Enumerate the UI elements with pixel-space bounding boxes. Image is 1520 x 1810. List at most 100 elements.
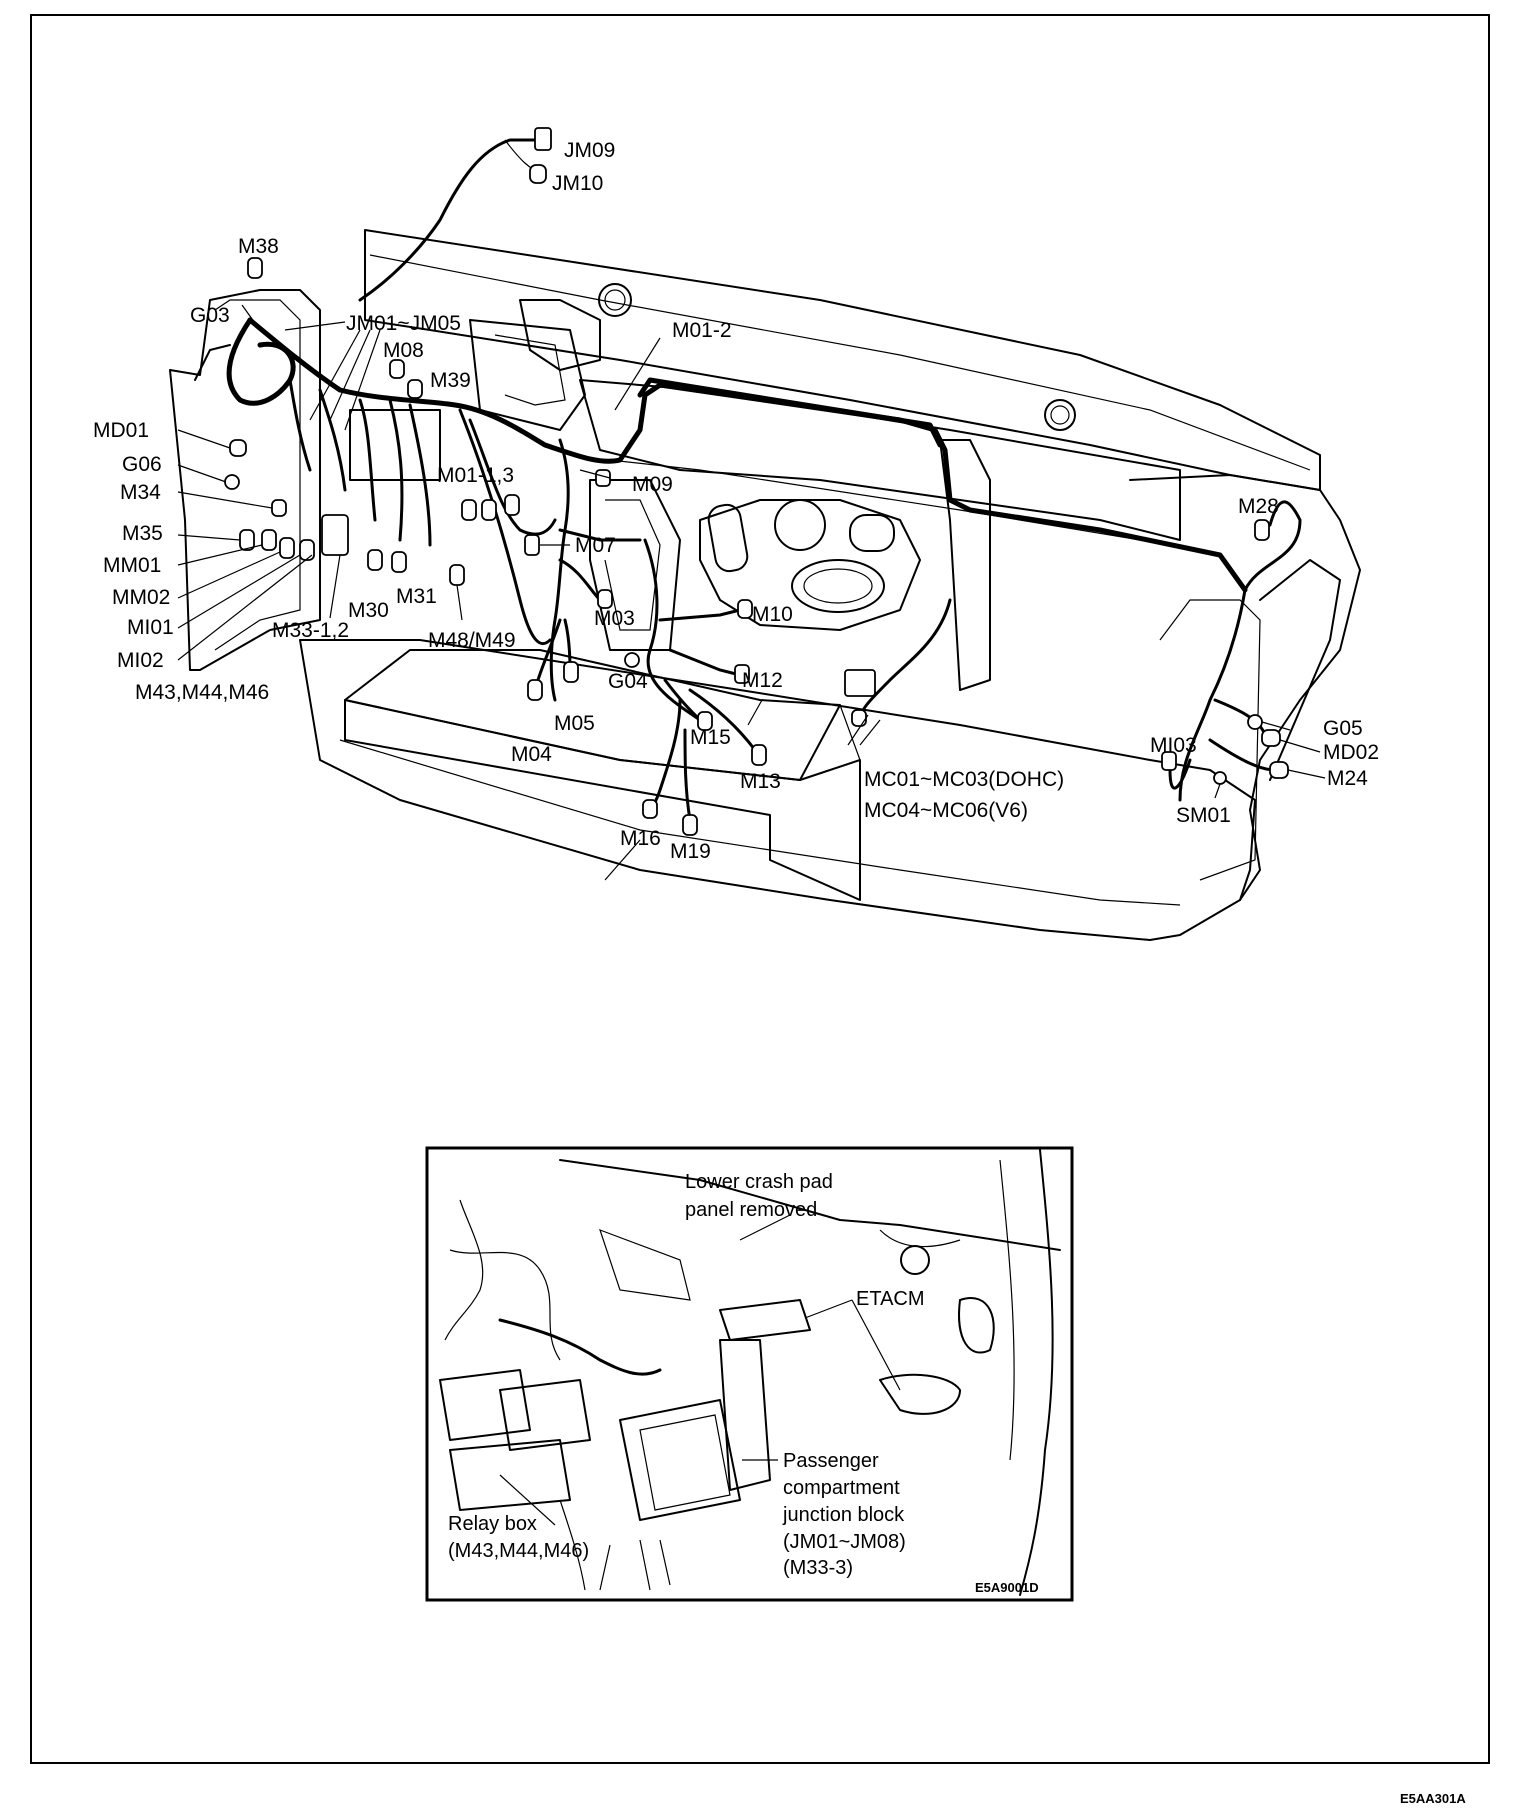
inset-leader-relay: [499, 1474, 556, 1526]
label-m34: M34: [120, 481, 161, 504]
label-sm01: SM01: [1176, 804, 1231, 827]
connector-m39: [407, 379, 423, 399]
inset-label-passenger-3: junction block: [782, 1504, 905, 1526]
label-m24: M24: [1327, 767, 1368, 790]
inset-relay-box-b: [499, 1379, 591, 1451]
harness-to-jm09: [358, 138, 542, 302]
label-md01: MD01: [93, 419, 149, 442]
label-m08: M08: [383, 339, 424, 362]
harness-left-drop5: [408, 403, 432, 547]
dash-duct-left-inner: [494, 334, 566, 406]
leader-m16-tail: [604, 839, 641, 881]
gauge-main-inner: [803, 568, 873, 604]
dash-crossbeam-edge: [609, 459, 1171, 546]
leader-g06: [177, 464, 227, 483]
inset-relay-box-c: [449, 1439, 571, 1511]
leader-m48: [456, 584, 463, 621]
inset-wire-left: [444, 1199, 484, 1341]
leader-mc01: [747, 699, 763, 726]
label-m38: M38: [238, 235, 279, 258]
connector-md01: [229, 439, 247, 457]
connector-m31: [391, 551, 407, 573]
label-m13: M13: [740, 770, 781, 793]
harness-m10: [658, 608, 742, 622]
cowl-hole-right-inner: [1050, 405, 1070, 425]
label-m07: M07: [575, 534, 616, 557]
label-m30: M30: [348, 599, 389, 622]
connector-jm09: [534, 127, 552, 151]
inset-label-crash-pad-2: panel removed: [685, 1199, 817, 1221]
inset-label-passenger-4: (JM01~JM08): [783, 1531, 906, 1553]
center-console-front: [344, 699, 861, 901]
label-m39: M39: [430, 369, 471, 392]
right-door-edge: [1159, 599, 1261, 881]
label-g06: G06: [122, 453, 162, 476]
label-m19: M19: [670, 840, 711, 863]
cowl-hole-right: [1044, 399, 1076, 431]
connectors: [224, 127, 1289, 836]
label-m01-1-3: M01-1,3: [437, 464, 514, 487]
inset-side-trim-inner: [999, 1159, 1015, 1461]
connector-m24: [1269, 761, 1289, 779]
label-g04: G04: [608, 670, 648, 693]
leader-mc02: [847, 714, 869, 746]
leader-lines: [177, 304, 1326, 881]
inset-label-etacm: ETACM: [856, 1288, 925, 1310]
label-mc04-mc06: MC04~MC06(V6): [864, 799, 1028, 822]
leader-jm01-a: [284, 321, 346, 331]
harness-left-drop3: [358, 398, 377, 522]
inset-crash-pad-edge: [559, 1159, 1061, 1251]
inset-frame: [425, 1146, 1074, 1602]
inset-relay-box-a: [439, 1369, 531, 1441]
harness-md02: [1213, 698, 1267, 737]
connector-mm02: [279, 537, 295, 559]
connector-m13: [751, 744, 767, 766]
inset-etacm-module: [719, 1299, 811, 1341]
inset-label-passenger-1: Passenger: [783, 1450, 879, 1472]
connector-m33: [321, 514, 349, 556]
leader-m33: [329, 554, 341, 619]
inset-etacm-plug: [879, 1373, 961, 1415]
connector-m19: [682, 814, 698, 836]
harness-center-lower: [643, 538, 702, 722]
leader-mm02: [177, 551, 281, 599]
harness-left-loop: [226, 317, 296, 406]
lower-dash-face: [299, 639, 1256, 941]
label-m04: M04: [511, 743, 552, 766]
leader-m34: [177, 491, 273, 509]
inset-label-relay-2: (M43,M44,M46): [448, 1540, 589, 1562]
leader-m35: [177, 534, 241, 541]
harness-trunk: [247, 317, 1248, 593]
connector-mc-plug: [851, 709, 867, 727]
leader-jm01-b: [309, 329, 361, 421]
gauge-housing: [699, 499, 921, 631]
inset-wire-bottom: [559, 1499, 586, 1591]
connector-jm10: [529, 164, 547, 184]
inset-label-passenger-2: compartment: [783, 1477, 900, 1499]
harness-center-drop: [549, 438, 570, 702]
connector-m01-3: [481, 499, 497, 521]
connector-m30: [367, 549, 383, 571]
dash-bracket-mid: [939, 439, 991, 691]
leader-sm01: [1214, 783, 1221, 799]
harness-m07: [558, 528, 642, 542]
connector-m03: [597, 589, 613, 609]
harness-trunk-upper: [637, 377, 943, 448]
leader-mi02: [177, 554, 313, 661]
inset-bottom-lines: [599, 1539, 671, 1591]
gauge-small: [774, 499, 826, 551]
connector-md02: [1261, 729, 1281, 747]
label-mi01: MI01: [127, 616, 174, 639]
leader-mc03: [859, 719, 881, 746]
label-m05: M05: [554, 712, 595, 735]
harness-m28: [1243, 500, 1302, 592]
harness-left-drop4: [388, 398, 404, 542]
connector-g06: [224, 474, 240, 490]
label-m12: M12: [742, 669, 783, 692]
connector-sm01: [1213, 771, 1227, 785]
inset-junction-block-inner: [639, 1414, 731, 1511]
inset-label-crash-pad-1: Lower crash pad: [685, 1171, 833, 1193]
label-m31: M31: [396, 585, 437, 608]
harness-m13: [688, 688, 757, 752]
inset-junction-side: [719, 1339, 771, 1491]
